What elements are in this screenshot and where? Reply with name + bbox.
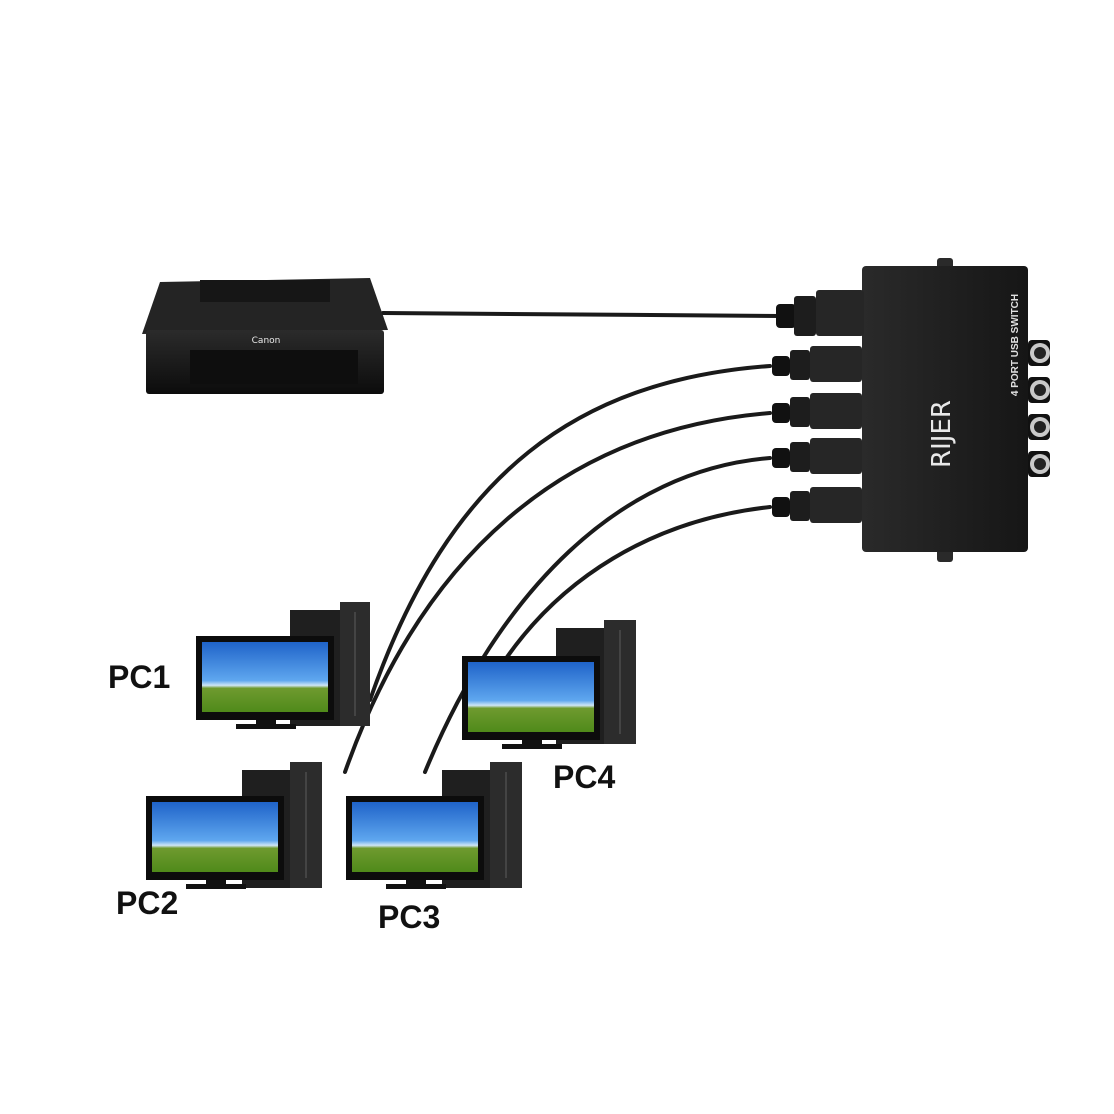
cable-pc2 [343, 411, 772, 774]
pc1-label: PC1 [108, 659, 170, 695]
round-port [1028, 340, 1050, 366]
usb-plugs [772, 290, 864, 523]
printer-brand-label: Canon [252, 336, 281, 346]
monitor [462, 656, 600, 749]
cable-pc1 [368, 364, 772, 702]
round-port [1028, 377, 1050, 403]
monitor [346, 796, 484, 889]
monitor [196, 636, 334, 729]
printer-paper-slot [190, 350, 358, 384]
computer-pc2 [146, 762, 322, 889]
pc4-label: PC4 [553, 759, 615, 795]
switch-brand-label: RIJER [927, 400, 957, 468]
pc2-label: PC2 [116, 885, 178, 921]
cable-pc3 [423, 456, 772, 774]
usb-plug-3 [772, 438, 862, 474]
printer-top-panel [200, 280, 330, 302]
cable-pc4 [503, 505, 772, 662]
monitor-screen [352, 802, 478, 872]
switch-model-label: 4 PORT USB SWITCH [1010, 294, 1021, 396]
monitor [146, 796, 284, 889]
usb-plug-1 [772, 346, 862, 382]
computer-pc3 [346, 762, 522, 889]
usb-plug-2 [772, 393, 862, 429]
computer-pc1 [196, 602, 370, 729]
switch-body [862, 266, 1028, 552]
pc3-label: PC3 [378, 899, 440, 935]
usb-plug-printer [776, 290, 864, 336]
printer: Canon [142, 278, 388, 394]
monitor-screen [468, 662, 594, 732]
usb-switch: RIJER 4 PORT USB SWITCH [862, 258, 1050, 562]
cables [343, 311, 782, 774]
computer-pc4 [462, 620, 636, 749]
round-port [1028, 414, 1050, 440]
printer-cable [381, 311, 782, 318]
usb-plug-4 [772, 487, 862, 523]
round-port [1028, 451, 1050, 477]
monitor-screen [202, 642, 328, 712]
monitor-screen [152, 802, 278, 872]
switch-round-ports [1028, 340, 1050, 477]
